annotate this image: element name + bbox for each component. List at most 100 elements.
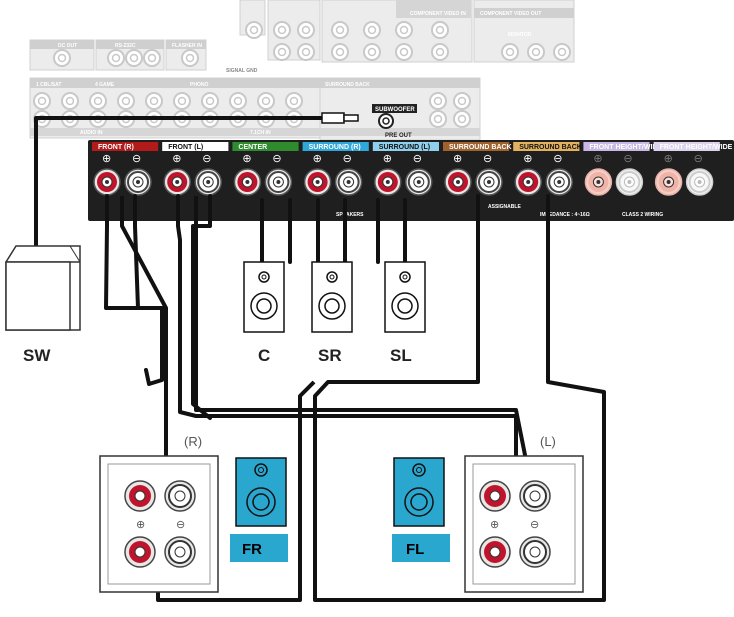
plus-symbol: ⊕ xyxy=(172,153,181,165)
terminal-header-label: SURROUND (L) xyxy=(379,144,430,151)
surround-back-pre-label: SURROUND BACK xyxy=(325,82,370,88)
monitor-label: MONITOR xyxy=(508,32,532,38)
grey-rca-jack xyxy=(145,92,163,110)
speaker-terminal-pair xyxy=(584,168,644,196)
subwoofer-pre-out: SUBWOOFER PRE OUT xyxy=(372,104,417,139)
speaker-negative-post-upper xyxy=(164,480,196,512)
speaker-negative-post-lower xyxy=(164,536,196,568)
plus-symbol: ⊕ xyxy=(453,153,462,165)
surround-right-label: SR xyxy=(318,346,342,365)
class2-wiring-label: CLASS 2 WIRING xyxy=(622,212,663,218)
speaker-positive-post-lower xyxy=(479,536,511,568)
phono-label: PHONO xyxy=(190,82,208,88)
front-right-cable-plus xyxy=(104,194,164,386)
grey-rca-jack xyxy=(363,21,381,39)
plus-symbol: ⊕ xyxy=(523,153,532,165)
surround-back-right-cable xyxy=(313,194,532,602)
terminal-header: FRONT HEIGHT/WIDE (R)⊕⊖ xyxy=(583,142,674,165)
grey-rca-jack xyxy=(257,92,275,110)
surround-left-label: SL xyxy=(390,346,412,365)
subwoofer-preout-label: SUBWOOFER xyxy=(375,107,415,113)
minus-symbol: ⊖ xyxy=(132,153,141,165)
speaker-terminal-pair xyxy=(93,168,152,196)
speaker-terminal-pair xyxy=(514,168,573,196)
grey-rca-jack xyxy=(331,21,349,39)
speaker-positive-post-upper xyxy=(124,480,156,512)
grey-rca-jack xyxy=(297,21,315,39)
front-left-label: FL xyxy=(406,541,424,558)
speaker-terminal-pair xyxy=(163,168,222,196)
fr-plus-symbol: ⊕ xyxy=(136,519,145,531)
terminal-header-label: CENTER xyxy=(238,144,267,151)
minus-symbol: ⊖ xyxy=(694,153,703,165)
plus-symbol: ⊕ xyxy=(664,153,673,165)
grey-rca-jack xyxy=(201,92,219,110)
rs232c-label: RS-232C xyxy=(115,43,136,49)
impedance-label: IMPEDANCE : 4~16Ω xyxy=(540,212,590,218)
grey-rca-jack xyxy=(395,21,413,39)
plus-symbol: ⊕ xyxy=(102,153,111,165)
grey-rca-jack xyxy=(453,110,471,128)
terminal-header-label: FRONT HEIGHT/WIDE (L) xyxy=(660,144,734,151)
terminal-header-label: FRONT (L) xyxy=(168,144,203,151)
front-right-speaker-terminals: (R) ⊕ ⊖ xyxy=(99,434,219,593)
grey-rca-jack xyxy=(429,92,447,110)
grey-rca-jack xyxy=(33,92,51,110)
front-right-label: FR xyxy=(242,541,262,558)
front-right-tag: (R) xyxy=(184,434,202,449)
grey-rca-jack xyxy=(527,43,545,61)
plus-symbol: ⊕ xyxy=(593,153,602,165)
center-label: C xyxy=(258,346,270,365)
front-left-tag: (L) xyxy=(540,434,556,449)
terminal-header: SURROUND BACK (R)⊕⊖ xyxy=(443,142,523,165)
grey-rca-jack xyxy=(453,92,471,110)
minus-symbol: ⊖ xyxy=(413,153,422,165)
terminal-header: SURROUND BACK (L)⊕⊖ xyxy=(513,142,593,165)
subwoofer-plug xyxy=(321,112,359,124)
grey-rca-jack xyxy=(107,49,125,67)
minus-symbol: ⊖ xyxy=(202,153,211,165)
terminal-header: SURROUND (R)⊕⊖ xyxy=(302,142,369,165)
speaker-positive-post-upper xyxy=(479,480,511,512)
grey-rca-jack xyxy=(143,49,161,67)
speaker-positive-post-lower xyxy=(124,536,156,568)
subwoofer-cable xyxy=(34,116,342,264)
terminal-header: FRONT (L) ⊕ ⊖ xyxy=(162,142,229,165)
terminal-header-label: SURROUND BACK (R) xyxy=(449,144,523,151)
grey-rca-jack xyxy=(181,49,199,67)
speaker-terminal-pair xyxy=(444,168,503,196)
grey-rca-jack xyxy=(89,92,107,110)
7-1ch-in-label: 7.1CH IN xyxy=(250,130,271,136)
grey-rca-jack xyxy=(53,49,71,67)
grey-rca-jack xyxy=(431,43,449,61)
plus-symbol: ⊕ xyxy=(313,153,322,165)
grey-rca-jack xyxy=(553,43,571,61)
speaker-terminal-strip: FRONT (R)⊕⊖FRONT (L)⊕⊖CENTER⊕⊖SURROUND (… xyxy=(88,140,734,221)
speaker-cables xyxy=(34,116,606,602)
terminal-header: FRONT HEIGHT/WIDE (L) ⊕ ⊖ xyxy=(653,142,734,165)
fl-minus-symbol: ⊖ xyxy=(530,519,539,531)
grey-rca-jack xyxy=(273,21,291,39)
grey-rca-jack xyxy=(61,92,79,110)
input-1-label: 1 CBL/SAT xyxy=(36,82,61,88)
audio-in-label: AUDIO IN xyxy=(80,130,103,136)
component-out-label: COMPONENT VIDEO OUT xyxy=(480,11,541,17)
front-right-cable-minus xyxy=(118,194,140,310)
grey-rca-jack xyxy=(285,92,303,110)
terminal-header-label: FRONT (R) xyxy=(98,144,134,151)
speaker-negative-post-upper xyxy=(519,480,551,512)
grey-rca-jack xyxy=(501,43,519,61)
speaker-negative-post-lower xyxy=(519,536,551,568)
assignable-label: ASSIGNABLE xyxy=(488,204,521,210)
center-speaker xyxy=(243,261,285,333)
speakers-label: SPEAKERS xyxy=(336,212,364,218)
signal-gnd-label: SIGNAL GND xyxy=(226,68,258,74)
subwoofer-unit: SW xyxy=(5,245,81,365)
terminal-header: SURROUND (L)⊕⊖ xyxy=(372,142,439,165)
minus-symbol: ⊖ xyxy=(272,153,281,165)
grey-rca-jack xyxy=(429,110,447,128)
terminal-header: FRONT (R) ⊕ ⊖ xyxy=(92,142,159,165)
speaker-terminal-pair xyxy=(233,168,293,196)
grey-rca-jack xyxy=(173,92,191,110)
